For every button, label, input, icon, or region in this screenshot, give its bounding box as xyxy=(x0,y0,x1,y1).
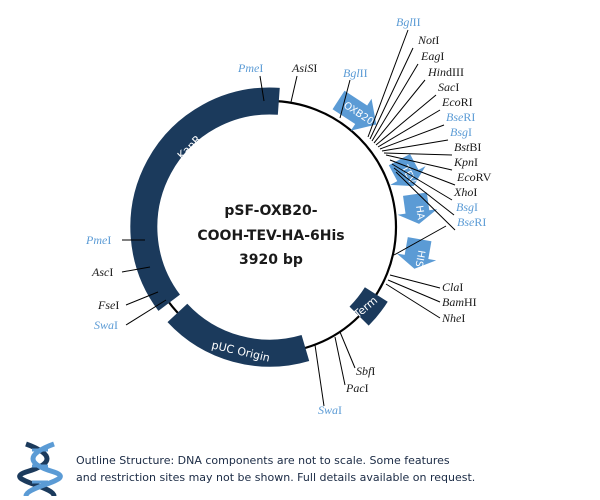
feature-ha xyxy=(397,192,438,224)
site-nhei: NheI xyxy=(441,311,465,325)
site-saci: SacI xyxy=(438,80,459,94)
site-bseri-2: BseRI xyxy=(457,215,486,229)
site-pmei-left: PmeI xyxy=(85,233,111,247)
feature-term xyxy=(349,287,388,326)
disclaimer-line-1: Outline Structure: DNA components are no… xyxy=(76,454,450,467)
feature-oxb20 xyxy=(332,90,377,131)
site-sbfi: SbfI xyxy=(356,364,375,378)
site-ecori: EcoRI xyxy=(441,95,473,109)
plasmid-size: 3920 bp xyxy=(239,252,303,268)
site-bamhi: BamHI xyxy=(442,295,477,309)
feature-puc-origin xyxy=(167,303,310,367)
site-kpni: KpnI xyxy=(453,155,478,169)
dna-helix-icon xyxy=(17,441,63,498)
site-bseri-1: BseRI xyxy=(446,110,475,124)
feature-kanr xyxy=(130,87,280,311)
disclaimer-line-2: and restriction sites may not be shown. … xyxy=(76,471,476,484)
site-paci: PacI xyxy=(345,381,369,395)
feature-his xyxy=(396,237,437,269)
site-pmei-top: PmeI xyxy=(237,61,263,75)
disclaimer-note: Outline Structure: DNA components are no… xyxy=(76,452,596,486)
site-swai-bottom: SwaI xyxy=(318,403,342,417)
footer: Outline Structure: DNA components are no… xyxy=(0,440,600,500)
site-swai-left: SwaI xyxy=(94,318,118,332)
site-bglii-top: BglII xyxy=(396,15,421,29)
plasmid-name-line2: COOH-TEV-HA-6His xyxy=(197,228,344,244)
site-bglii-1: BglII xyxy=(343,66,368,80)
feature-label-his: HIS xyxy=(413,249,427,267)
site-bsgi-2: BsgI xyxy=(456,200,478,214)
site-fsei: FseI xyxy=(97,298,119,312)
site-hindiii: HindIII xyxy=(427,65,464,79)
plasmid-map: KanR OXB20 TEV HA HIS Term pUC Origin pS… xyxy=(85,15,492,417)
site-xhoi: XhoI xyxy=(453,185,477,199)
feature-label-ha: HA xyxy=(413,205,426,221)
site-leader-lines xyxy=(121,29,456,407)
site-bstbi: BstBI xyxy=(454,140,481,154)
site-clai: ClaI xyxy=(442,280,463,294)
site-asci: AscI xyxy=(91,265,113,279)
site-bsgi-1: BsgI xyxy=(450,125,472,139)
site-ecorv: EcoRV xyxy=(456,170,492,184)
plasmid-name-line1: pSF-OXB20- xyxy=(224,203,317,219)
site-eagi: EagI xyxy=(420,49,444,63)
site-noti: NotI xyxy=(417,33,439,47)
site-asisi: AsiSI xyxy=(291,61,317,75)
